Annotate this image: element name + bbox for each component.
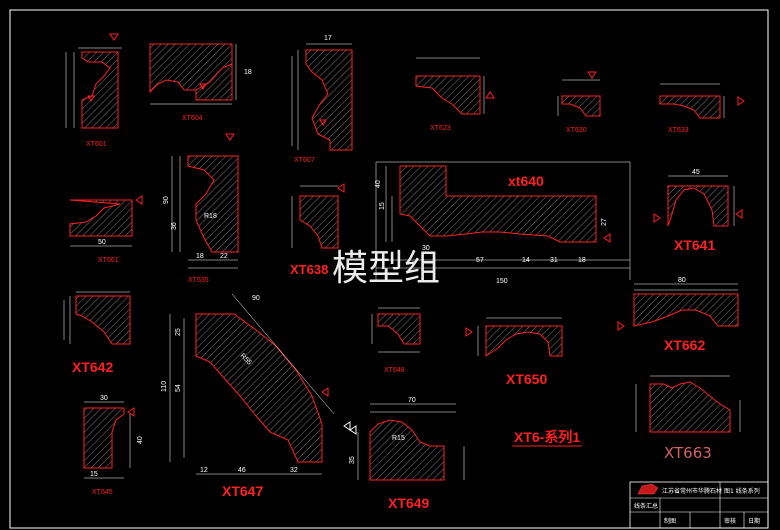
profile-xt633: XT633 (659, 83, 745, 134)
label-xt623: XT623 (430, 125, 451, 132)
profile-xt661: 50 XT661 (69, 195, 143, 264)
dim-xt635-22: 22 (220, 253, 228, 260)
label-xt604: XT604 (182, 115, 203, 122)
label-xt647: XT647 (222, 483, 263, 499)
dim-xt640-18: 18 (578, 257, 586, 264)
dim-xt607-top: 17 (324, 35, 332, 42)
profile-xt648: XT648 (371, 307, 421, 374)
title-row2-c: 日期 (748, 517, 760, 525)
dim-xt640-15: 15 (379, 202, 386, 210)
dim-xt647-54: 54 (175, 384, 182, 392)
dim-xt640-57: 57 (476, 257, 484, 264)
profile-xt607: 17 XT607 (291, 35, 353, 164)
dim-xt647-46: 46 (238, 467, 246, 474)
profile-xt623: XT623 (415, 57, 495, 132)
dim-xt647-90: 90 (252, 295, 260, 302)
profile-xt638: XT638 (290, 183, 345, 277)
dim-xt645-30: 30 (100, 395, 108, 402)
dim-xt640-27: 27 (601, 218, 608, 226)
label-xt601: XT601 (86, 141, 107, 148)
dim-xt649-r15: R15 (392, 435, 405, 442)
title-sheet: 图1 线条系列 (724, 487, 760, 495)
label-xt649: XT649 (388, 495, 429, 511)
label-xt641: XT641 (674, 237, 715, 253)
dim-xt649-35: 35 (349, 456, 356, 464)
dim-xt635-r18: R18 (204, 213, 217, 220)
profile-xt630: XT630 (557, 71, 601, 134)
dim-xt635-18: 18 (196, 253, 204, 260)
label-xt650: XT650 (506, 371, 547, 387)
label-xt640: xt640 (508, 173, 544, 189)
profile-xt640: 40 15 30 57 14 31 18 150 27 xt640 (375, 161, 631, 285)
dim-xt635-36: 36 (171, 222, 178, 230)
title-row2-b: 审核 (724, 517, 736, 525)
title-row1: 线条汇总 (634, 502, 658, 510)
dim-xt641-45: 45 (692, 169, 700, 176)
profile-xt601: XT601 (65, 33, 122, 148)
profile-xt635: 90 36 18 22 R18 XT635 (163, 133, 239, 284)
dim-xt662-80: 80 (678, 277, 686, 284)
label-xt638: XT638 (290, 262, 328, 277)
label-xt663: XT663 (664, 444, 712, 462)
label-xt633: XT633 (668, 127, 689, 134)
dim-xt604-top: 18 (244, 69, 252, 76)
profile-xt663: XT663 (635, 375, 741, 462)
dim-xt647-110: 110 (161, 381, 168, 392)
profile-xt642: XT642 (63, 291, 131, 375)
dim-xt640-14: 14 (522, 257, 530, 264)
profile-xt649: 70 35 R15 XT649 (343, 397, 465, 511)
profile-xt647: 90 110 54 25 12 46 32 R55 XT647 (161, 293, 357, 499)
dim-xt640-31: 31 (550, 257, 558, 264)
watermark: 模型组 (332, 248, 440, 289)
label-xt642: XT642 (72, 359, 113, 375)
profile-xt604: 18 XT604 (149, 43, 252, 122)
profile-xt641: 45 XT641 (653, 169, 743, 253)
dim-xt661-50: 50 (98, 239, 106, 246)
dim-xt645-40: 40 (137, 436, 144, 444)
dim-xt647-25: 25 (175, 328, 182, 336)
dim-xt635-90: 90 (163, 196, 170, 204)
title-row2-a: 制图 (664, 517, 676, 525)
title-block: 江苏省常州市华腾石材 图1 线条系列 线条汇总 制图 审核 日期 (629, 481, 769, 529)
label-xt607: XT607 (294, 157, 315, 164)
dim-xt649-70: 70 (408, 397, 416, 404)
dim-xt640-150: 150 (496, 278, 508, 285)
dim-xt647-12: 12 (200, 467, 208, 474)
drawing-frame (9, 9, 769, 529)
label-xt648: XT648 (384, 367, 405, 374)
label-xt635: XT635 (188, 277, 209, 284)
profile-xt662: 80 XT662 (617, 277, 739, 353)
dim-xt645-15: 15 (90, 471, 98, 478)
label-xt662: XT662 (664, 337, 705, 353)
series-title: XT6-系列1 (514, 429, 580, 445)
company-logo (637, 483, 659, 495)
dim-xt640-40: 40 (375, 180, 382, 188)
profile-xt650: XT650 (465, 317, 563, 387)
profile-xt645: 30 40 15 XT645 (83, 395, 144, 496)
label-xt645: XT645 (92, 489, 113, 496)
label-xt630: XT630 (566, 127, 587, 134)
dim-xt647-32: 32 (290, 467, 298, 474)
dim-xt640-30: 30 (422, 245, 430, 252)
title-company: 江苏省常州市华腾石材 (662, 487, 722, 495)
label-xt661: XT661 (98, 257, 119, 264)
